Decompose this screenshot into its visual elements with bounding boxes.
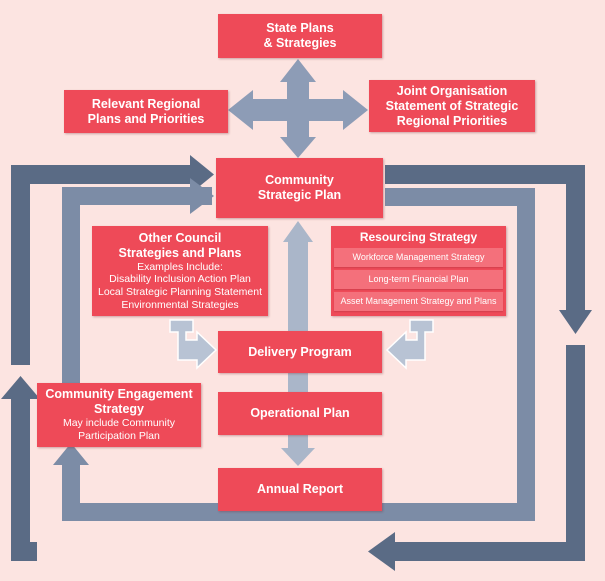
engagement-title-2: Strategy [93,402,145,417]
joint-org-line-2: Statement of Strategic [385,98,519,113]
regional-plans-line-1: Relevant Regional [91,96,201,111]
community-plan-line-2: Strategic Plan [257,188,342,202]
regional-plans-line-2: Plans and Priorities [87,111,205,126]
annual-report-box: Annual Report [218,468,382,511]
joint-organisation-box: Joint Organisation Statement of Strategi… [369,80,535,132]
resourcing-title: Resourcing Strategy [359,230,478,244]
resourcing-strategy-box: Resourcing Strategy Workforce Management… [331,226,506,316]
community-strategic-plan-box: Community Strategic Plan [216,158,383,218]
other-council-example-4: Environmental Strategies [121,298,239,311]
other-council-title-2: Strategies and Plans [118,245,242,260]
state-plans-line-1: State Plans [266,21,334,35]
annual-report-label: Annual Report [256,482,344,496]
delivery-program-box: Delivery Program [218,331,382,373]
engagement-sub-1: May include Community [62,417,176,430]
community-plan-line-1: Community [265,173,334,187]
resourcing-item-asset: Asset Management Strategy and Plans [334,292,503,312]
engagement-title-1: Community Engagement [45,387,193,402]
inner-loop-arrow [53,178,535,521]
other-council-strategies-box: Other Council Strategies and Plans Examp… [92,226,268,316]
resourcing-item-financial: Long-term Financial Plan [334,270,503,290]
state-plans-box: State Plans & Strategies [218,14,382,58]
other-council-example-3: Local Strategic Planning Statement [97,286,263,298]
regional-plans-box: Relevant Regional Plans and Priorities [64,90,228,133]
state-plans-line-2: & Strategies [263,36,337,50]
other-council-example-1: Examples Include: [137,260,223,273]
resourcing-item-workforce: Workforce Management Strategy [334,248,503,268]
other-council-example-2: Disability Inclusion Action Plan [109,273,251,286]
community-engagement-box: Community Engagement Strategy May includ… [37,383,201,447]
engagement-sub-2: Participation Plan [78,430,160,442]
delivery-program-label: Delivery Program [248,344,352,359]
four-way-arrow [228,59,368,158]
operational-plan-box: Operational Plan [218,392,382,435]
joint-org-line-3: Regional Priorities [396,113,508,128]
joint-org-line-1: Joint Organisation [396,83,508,98]
other-council-title-1: Other Council [138,230,222,245]
corner-arrows [169,319,434,370]
resourcing-items: Workforce Management Strategy Long-term … [331,248,506,314]
operational-plan-label: Operational Plan [250,406,350,420]
outer-loop-arrow [1,155,592,571]
